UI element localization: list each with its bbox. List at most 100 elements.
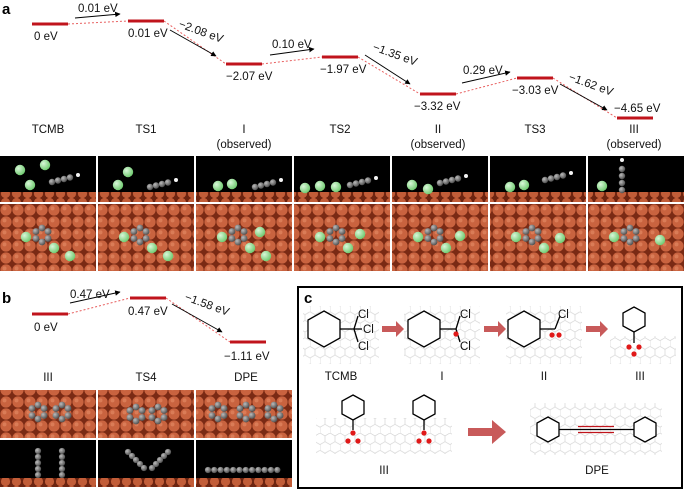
transition-4-label: −1.35 eV [371, 42, 419, 69]
cl-label: Cl [460, 341, 471, 353]
carbon-atom [59, 416, 66, 423]
hydrogen-atom [620, 158, 624, 162]
carbon-atom [270, 179, 276, 185]
carbon-atom [39, 225, 46, 232]
carbon-atom [268, 467, 274, 473]
carbon-atom [59, 402, 66, 409]
carbon-atom [265, 405, 272, 412]
carbon-atom [243, 467, 249, 473]
transition-3-label: 0.10 eV [272, 39, 312, 51]
carbon-atom [560, 172, 566, 178]
carbon-atom [271, 402, 278, 409]
chlorine-atom [555, 233, 565, 243]
carbon-atom [127, 407, 134, 414]
chlorine-atom [261, 251, 271, 261]
carbon-atom [529, 225, 536, 232]
carbon-atom [243, 402, 250, 409]
carbon-atom [149, 407, 156, 414]
carbon-atom [153, 182, 159, 188]
carbon-atom [353, 180, 359, 186]
chlorine-atom [65, 251, 75, 261]
carbon-atom [35, 416, 42, 423]
species-name-b-ts4: TS4 [135, 372, 157, 384]
carbon-atom [542, 177, 548, 183]
carbon-atom [237, 405, 244, 412]
energy-label-ts3: −3.03 eV [512, 85, 559, 97]
chlorine-atom [655, 235, 665, 245]
carbon-atom [621, 235, 628, 242]
carbon-atom [35, 448, 41, 454]
chlorine-atom [519, 180, 529, 190]
carbon-atom [139, 407, 146, 414]
hydrogen-atom [464, 174, 468, 178]
species-name-i: I [242, 124, 245, 136]
carbon-atom [243, 416, 250, 423]
carbon-atom [35, 460, 41, 466]
carbon-atom [137, 239, 144, 246]
carbon-atom [45, 228, 52, 235]
carbon-atom [327, 235, 334, 242]
c-name-iii: III [635, 371, 645, 383]
species-name-ts1: TS1 [135, 124, 156, 136]
carbon-atom [161, 407, 168, 414]
carbon-atom [230, 467, 236, 473]
chlorine-atom [315, 232, 325, 242]
species-name-b-iii: III [43, 372, 53, 384]
carbon-atom [133, 404, 140, 411]
carbon-atom [221, 405, 228, 412]
carbon-atom [215, 402, 222, 409]
carbon-atom [237, 412, 244, 419]
carbon-atom [554, 174, 560, 180]
carbon-atom [35, 466, 41, 472]
chlorine-atom [539, 243, 549, 253]
carbon-atom [443, 178, 449, 184]
panel-c-tcmb: Cl Cl Cl [303, 306, 379, 364]
cl-label: Cl [460, 309, 471, 321]
carbon-atom [211, 467, 217, 473]
energy-label-tcmb: 0 eV [34, 31, 58, 43]
carbon-atom [65, 405, 72, 412]
chlorine-atom [163, 251, 173, 261]
carbon-atom [249, 405, 256, 412]
chlorine-atom [25, 180, 35, 190]
carbon-atom [215, 416, 222, 423]
carbon-atom [365, 177, 371, 183]
carbon-atom [333, 225, 340, 232]
chlorine-atom [505, 182, 515, 192]
carbon-atom [229, 235, 236, 242]
carbon-atom [165, 179, 171, 185]
carbon-atom [35, 402, 42, 409]
energy-label-b-ts4: 0.47 eV [128, 306, 168, 318]
species-name-tcmb: TCMB [32, 124, 65, 136]
carbon-atom [523, 228, 530, 235]
carbon-atom [131, 235, 138, 242]
transition-5-label: 0.29 eV [463, 65, 503, 77]
structure-tile-b [196, 390, 292, 487]
chlorine-atom [15, 165, 25, 175]
chlorine-atom [119, 232, 129, 242]
carbon-atom [455, 175, 461, 181]
hydrogen-atom [76, 173, 80, 177]
carbon-atom [529, 239, 536, 246]
transition-2-label: −2.08 eV [177, 19, 225, 46]
carbon-atom [449, 177, 455, 183]
carbon-atom [33, 235, 40, 242]
carbon-atom [218, 467, 224, 473]
carbon-atom [548, 175, 554, 181]
species-name-ii: II [435, 124, 441, 136]
carbon-atom [209, 412, 216, 419]
chlorine-atom [217, 232, 227, 242]
carbon-atom [55, 177, 61, 183]
carbon-atom [59, 448, 65, 454]
chlorine-atom [40, 160, 50, 170]
carbon-atom [431, 239, 438, 246]
chlorine-atom [413, 232, 423, 242]
panel-c-intermediate-ii: Cl [506, 306, 582, 364]
transition-b1-label: 0.47 eV [70, 289, 110, 301]
carbon-atom [241, 228, 248, 235]
chlorine-atom [355, 229, 365, 239]
cl-label: Cl [358, 309, 369, 321]
energy-label-ii: −3.32 eV [414, 101, 461, 113]
carbon-atom [143, 235, 150, 242]
chlorine-atom [245, 243, 255, 253]
